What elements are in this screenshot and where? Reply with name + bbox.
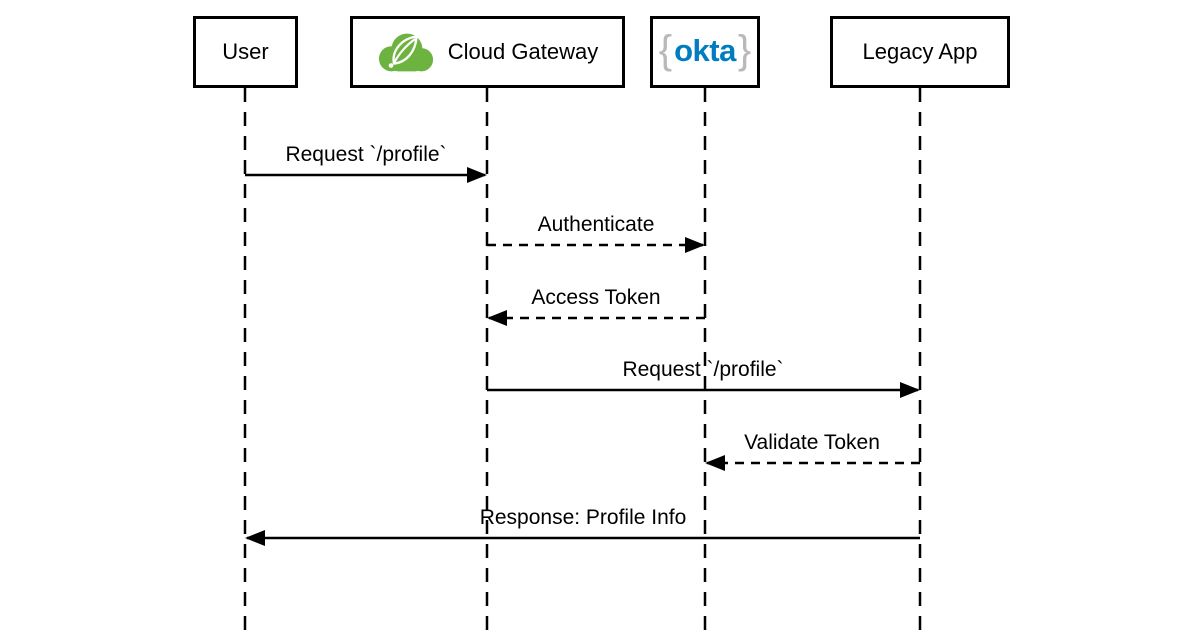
message-label-access-token: Access Token xyxy=(531,286,661,309)
okta-brace-close: } xyxy=(737,28,752,72)
spring-cloud-logo-icon xyxy=(378,33,433,72)
message-label-response-profile: Response: Profile Info xyxy=(479,506,687,529)
okta-logo-text: okta xyxy=(674,32,736,68)
actor-user: User xyxy=(193,16,298,88)
actor-legacy-app-label: Legacy App xyxy=(862,39,978,64)
actor-user-label: User xyxy=(222,39,269,64)
message-label-validate-token: Validate Token xyxy=(744,431,880,454)
message-label-request-profile-1: Request `/profile` xyxy=(285,143,447,166)
actor-cloud-gateway: Cloud Gateway xyxy=(350,16,625,88)
message-label-request-profile-2: Request `/profile` xyxy=(622,358,784,381)
actor-legacy-app: Legacy App xyxy=(830,16,1010,88)
actor-cloud-gateway-label: Cloud Gateway xyxy=(447,39,599,64)
message-label-authenticate: Authenticate xyxy=(537,213,655,236)
actor-okta: { okta } xyxy=(650,16,760,88)
okta-brace-open: { xyxy=(658,28,673,72)
